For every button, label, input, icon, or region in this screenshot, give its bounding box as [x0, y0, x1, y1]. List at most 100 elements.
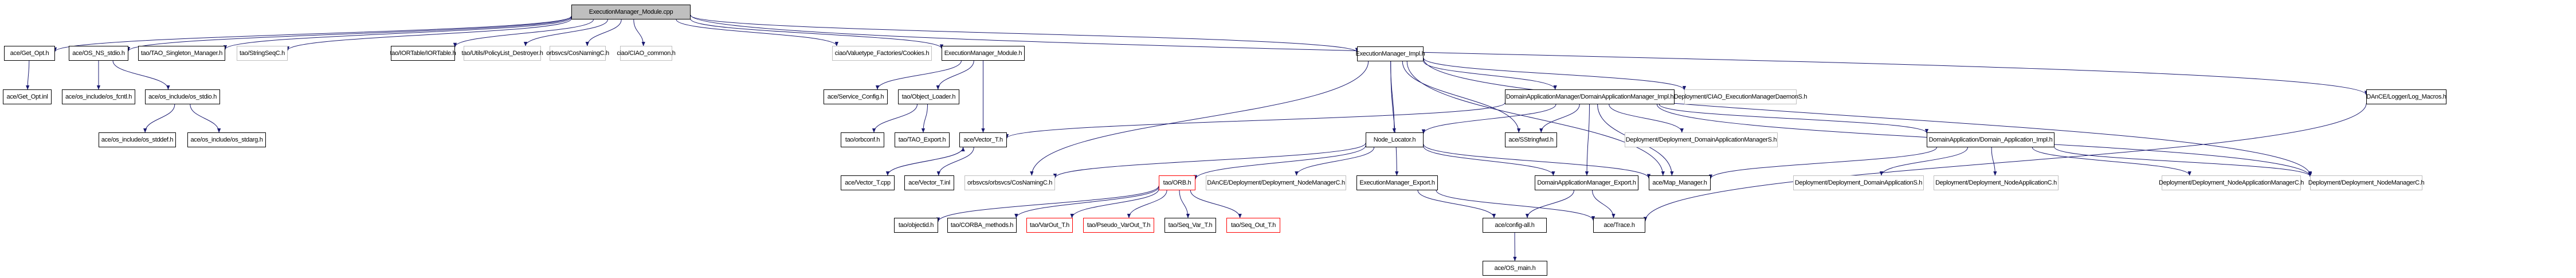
node-execution-manager-module-h[interactable]: ExecutionManager_Module.h [942, 46, 1025, 61]
node-ace-vector-t-h[interactable]: ace/Vector_T.h [959, 132, 1007, 147]
edge-da_impl-to-nmc [2054, 147, 2312, 177]
node-tao-object-loader-h[interactable]: tao/Object_Loader.h [898, 89, 959, 104]
node-ace-os-fcntl-h[interactable]: ace/os_include/os_fcntl.h [62, 89, 135, 104]
edge-em_impl_h-to-em_export [1390, 61, 1399, 176]
node-ace-trace-h[interactable]: ace/Trace.h [1593, 218, 1645, 233]
node-label: Deployment/Deployment_NodeApplicationC.h [1935, 179, 2057, 186]
node-ace-sstringfwd-h[interactable]: ace/SStringfwd.h [1505, 132, 1557, 147]
node-ace-config-all-h[interactable]: ace/config-all.h [1483, 218, 1547, 233]
node-dance-deployment-nodemanagerc-h: DAnCE/Deployment/Deployment_NodeManagerC… [1206, 175, 1346, 190]
edge-em_impl_h-to-map_manager [1406, 61, 1665, 176]
node-label: ciao/CIAO_common.h [617, 50, 676, 57]
node-label: ace/config-all.h [1495, 222, 1535, 229]
edge-root-to-em_module_h [690, 18, 944, 49]
node-label: tao/Seq_Out_T.h [1230, 222, 1276, 229]
edge-orb_h-to-corba_methods [1014, 186, 1159, 218]
node-tao-objectid-h[interactable]: tao/objectid.h [894, 218, 938, 233]
node-domain-application-impl-h[interactable]: DomainApplication/Domain_Application_Imp… [1927, 132, 2054, 147]
edge-node_locator-to-map_manager [1423, 144, 1651, 179]
node-label: DomainApplicationManager/DomainApplicati… [1505, 93, 1674, 100]
node-label: tao/Pseudo_VarOut_T.h [1087, 222, 1151, 229]
node-label: tao/objectid.h [898, 222, 934, 229]
edge-em_export-to-trace [1436, 190, 1595, 221]
node-ciao-cookies-h: ciao/Valuetype_Factories/Cookies.h [832, 46, 932, 61]
node-label: tao/TAO_Export.h [898, 136, 946, 143]
node-label: ExecutionManager_Impl.h [1355, 50, 1425, 57]
edge-da_impl-to-nac [1991, 147, 1997, 176]
edge-dam_impl-to-dam_export [1585, 104, 1590, 176]
node-ace-os-stdio-h[interactable]: ace/os_include/os_stdio.h [145, 89, 220, 104]
node-ace-os-stddef-h[interactable]: ace/os_include/os_stddef.h [99, 132, 176, 147]
edge-root-to-cosnaming1 [585, 19, 622, 46]
node-label: ace/Vector_T.inl [908, 179, 950, 186]
edge-orb_h-to-seq_out [1190, 190, 1242, 218]
node-execution-manager-export-h[interactable]: ExecutionManager_Export.h [1356, 175, 1438, 190]
edge-get_opt_h-to-get_opt_inl [25, 60, 30, 90]
node-ace-vector-t-inl[interactable]: ace/Vector_T.inl [904, 175, 954, 190]
node-deployment-node-applicationc-h: Deployment/Deployment_NodeApplicationC.h [1934, 175, 2059, 190]
node-label: ace/Get_Opt.inl [6, 93, 48, 100]
node-tao-orb-h[interactable]: tao/ORB.h [1159, 175, 1195, 190]
node-tao-seq-out-t-h[interactable]: tao/Seq_Out_T.h [1226, 218, 1280, 233]
node-ace-get-opt-h[interactable]: ace/Get_Opt.h [4, 46, 55, 61]
edge-root-to-stringseqc [285, 18, 572, 51]
node-label: orbsvcs/CosNamingC.h [546, 50, 609, 57]
edge-dam_impl-to-vector_t_h [1005, 103, 1505, 139]
node-deployment-domain-application-managers-h: Deployment/Deployment_DomainApplicationM… [1625, 132, 1778, 147]
edge-em_impl_h-to-ciao_emd [1423, 57, 1687, 91]
edge-dam_impl-to-node_locator [1421, 104, 1556, 134]
edge-orb_h-to-pseudo_varout [1127, 190, 1167, 218]
node-tao-singleton-manager-h[interactable]: tao/TAO_Singleton_Manager.h [138, 46, 225, 61]
node-ace-os-ns-stdio-h[interactable]: ace/OS_NS_stdio.h [69, 46, 128, 61]
edge-root-to-ciao_common [633, 19, 645, 46]
node-dance-log-macros-h[interactable]: DAnCE/Logger/Log_Macros.h [2366, 89, 2446, 104]
node-deployment-node-managerc-h: Deployment/Deployment_NodeManagerC.h [2308, 175, 2425, 190]
node-label: Deployment/Deployment_NodeApplicationMan… [2158, 179, 2304, 186]
node-label: Deployment/Deployment_DomainApplicationS… [1794, 179, 1923, 186]
edge-orb_h-to-seq_var [1179, 190, 1190, 218]
edge-orb_h-to-objectid [936, 186, 1159, 222]
node-ace-service-config-h[interactable]: ace/Service_Config.h [824, 89, 888, 104]
node-deployment-domain-applications-h: Deployment/Deployment_DomainApplicationS… [1793, 175, 1924, 190]
edge-em_module_h-to-object_loader [936, 60, 974, 90]
node-tao-varout-t-h[interactable]: tao/VarOut_T.h [1026, 218, 1073, 233]
node-node-locator-h[interactable]: Node_Locator.h [1366, 132, 1424, 147]
node-label: ace/OS_main.h [1494, 265, 1536, 272]
node-label: ace/SStringfwd.h [1508, 136, 1554, 143]
node-tao-orbconf-h[interactable]: tao/orbconf.h [841, 132, 884, 147]
node-ace-vector-t-cpp[interactable]: ace/Vector_T.cpp [841, 175, 895, 190]
node-ace-os-stdarg-h[interactable]: ace/os_include/os_stdarg.h [187, 132, 266, 147]
edge-em_impl_h-to-dam_impl [1423, 61, 1557, 90]
edge-da_impl-to-namc [2032, 147, 2191, 176]
edge-root-to-em_impl_h [690, 15, 1359, 53]
node-label: ciao/Valuetype_Factories/Cookies.h [834, 50, 930, 57]
node-orbsvcs-orbsvcs-cosnamingc-h: orbsvcs/orbsvcs/CosNamingC.h [964, 175, 1055, 190]
node-tao-pseudo-varout-t-h[interactable]: tao/Pseudo_VarOut_T.h [1083, 218, 1154, 233]
node-tao-corba-methods-h[interactable]: tao/CORBA_methods.h [947, 218, 1017, 233]
node-tao-export-h[interactable]: tao/TAO_Export.h [895, 132, 950, 147]
edge-dam_export-to-config_all [1525, 190, 1574, 218]
edge-log_macros-to-trace [1643, 103, 2367, 222]
node-ace-map-manager-h[interactable]: ace/Map_Manager.h [1649, 175, 1711, 190]
edge-dam_impl-to-dams [1609, 104, 1684, 133]
edge-node_locator-to-cosnaming2 [1053, 143, 1366, 178]
node-label: Deployment/Deployment_DomainApplicationM… [1625, 136, 1777, 143]
node-ace-get-opt-inl[interactable]: ace/Get_Opt.inl [3, 89, 52, 104]
node-label: tao/StringSeqC.h [240, 50, 285, 57]
node-tao-seq-var-t-h[interactable]: tao/Seq_Var_T.h [1165, 218, 1216, 233]
node-label: tao/CORBA_methods.h [950, 222, 1014, 229]
edge-root-to-log_macros [690, 14, 2368, 96]
edge-node_locator-to-orb_h [1193, 145, 1366, 180]
node-domain-application-manager-export-h[interactable]: DomainApplicationManager_Export.h [1535, 175, 1638, 190]
edge-root-to-iortable [453, 19, 594, 48]
node-ace-os-main-h[interactable]: ace/OS_main.h [1483, 261, 1547, 276]
node-tao-iortable-h[interactable]: tao/IORTable/IORTable.h [390, 46, 456, 61]
node-label: ace/Map_Manager.h [1652, 179, 1707, 186]
node-domain-application-manager-impl-h[interactable]: DomainApplicationManager/DomainApplicati… [1505, 89, 1675, 104]
node-label: ace/Trace.h [1603, 222, 1635, 229]
node-execution-manager-impl-h[interactable]: ExecutionManager_Impl.h [1355, 46, 1425, 61]
edge-object_loader-to-orbconf [872, 104, 918, 133]
node-label: ExecutionManager_Export.h [1359, 179, 1435, 186]
node-tao-policylist-destroyer-h: tao/Utils/PolicyList_Destroyer.h [462, 46, 543, 61]
